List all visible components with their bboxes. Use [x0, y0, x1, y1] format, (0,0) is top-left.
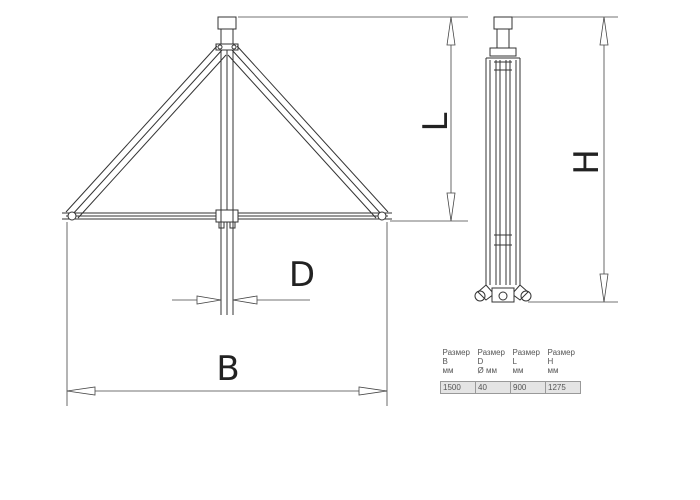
value-cell-l: 900	[510, 381, 546, 394]
spec-table: Размер B мм Размер D Ø мм Размер L мм Ра…	[440, 348, 581, 394]
dim-label-d: D	[289, 255, 315, 295]
header-unit: Ø мм	[477, 366, 497, 375]
dim-label-b: B	[216, 349, 239, 389]
value-cell-b: 1500	[440, 381, 476, 394]
value-cell-h: 1275	[545, 381, 581, 394]
spec-table-header: Размер B мм Размер D Ø мм Размер L мм Ра…	[441, 348, 581, 382]
value-cell-d: 40	[475, 381, 511, 394]
center-clamp	[215, 209, 239, 223]
left-leg	[65, 45, 227, 219]
side-view	[474, 16, 532, 303]
front-view	[62, 16, 392, 315]
header-symbol: D	[477, 357, 484, 366]
left-foot	[67, 211, 77, 221]
header-symbol: L	[512, 357, 517, 366]
header-cell-d: Размер D Ø мм	[476, 348, 511, 382]
header-symbol: B	[442, 357, 448, 366]
right-foot	[377, 211, 387, 221]
header-title: Размер	[477, 348, 506, 357]
header-title: Размер	[512, 348, 541, 357]
top-fitting	[217, 16, 237, 30]
header-cell-l: Размер L мм	[511, 348, 546, 382]
right-leg	[227, 45, 389, 219]
spec-table-values: 1500 40 900 1275	[440, 381, 581, 394]
header-cell-h: Размер H мм	[546, 348, 581, 382]
header-symbol: H	[547, 357, 554, 366]
header-cell-b: Размер B мм	[441, 348, 476, 382]
dim-label-l: L	[416, 112, 456, 131]
header-unit: мм	[547, 366, 559, 375]
header-unit: мм	[512, 366, 524, 375]
header-title: Размер	[442, 348, 471, 357]
dim-label-h: H	[567, 149, 607, 175]
header-title: Размер	[547, 348, 576, 357]
header-unit: мм	[442, 366, 454, 375]
